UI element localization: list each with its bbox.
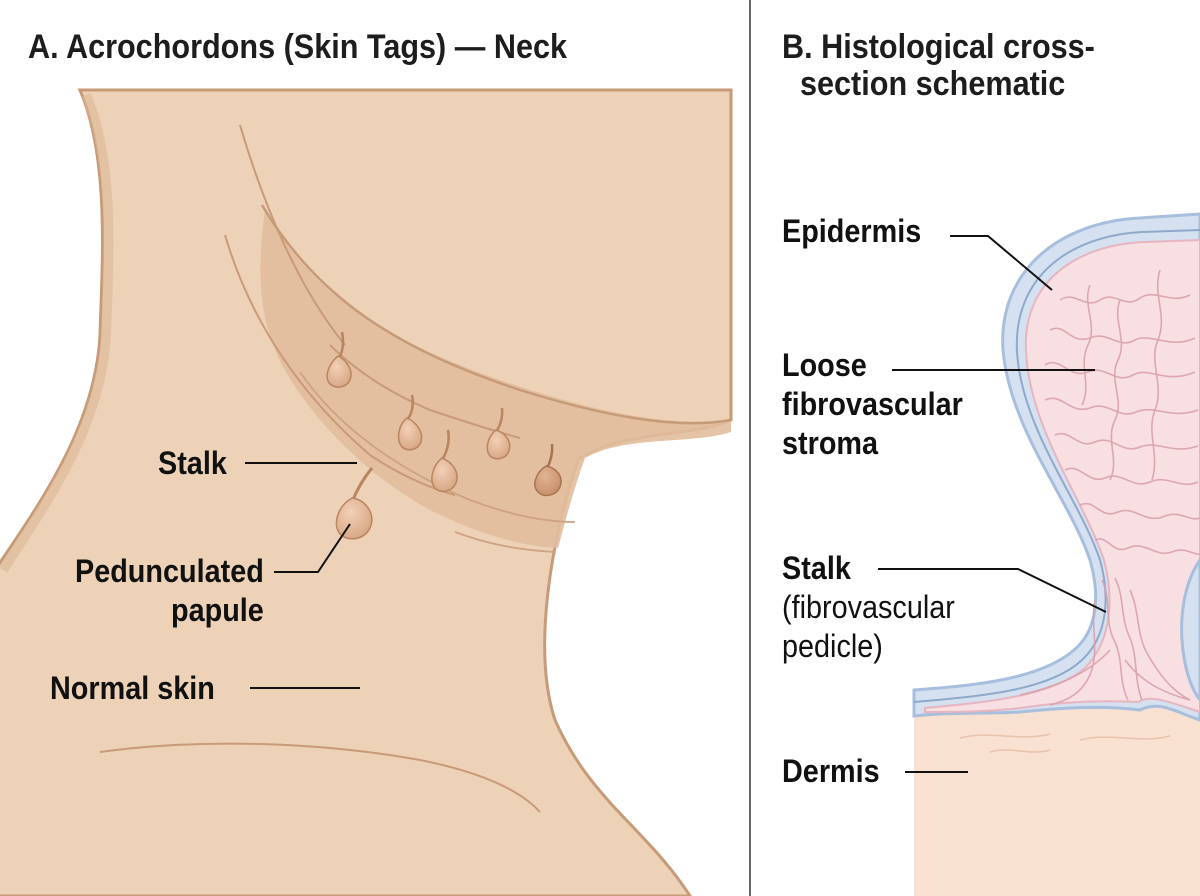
stalk-label: Stalk [158, 445, 227, 481]
stalk-b-label-sub2: pedicle) [782, 628, 883, 664]
papule-label-line1: Pedunculated [75, 553, 264, 589]
papule-label-line2: papule [171, 592, 264, 628]
skin-tag [534, 443, 562, 497]
papule-leader-line [274, 523, 351, 573]
skin-tag [431, 429, 458, 493]
stalk-b-label-sub1: (fibrovascular [782, 589, 955, 625]
neck-illustration [0, 88, 733, 896]
panel-b-title-line2: section schematic [800, 65, 1066, 103]
stroma-label-line3: stroma [782, 425, 879, 461]
pedunculated-papule-tag [335, 467, 374, 540]
skin-tag [326, 331, 352, 388]
jaw-shadow [260, 210, 731, 548]
dermis-label: Dermis [782, 753, 880, 789]
stalk-b-leader-line [878, 568, 1107, 613]
dermis-block [914, 700, 1200, 896]
stroma-label-line2: fibrovascular [782, 386, 963, 422]
panel-a-title: A. Acrochordons (Skin Tags) — Neck [28, 28, 568, 66]
normal-skin-label: Normal skin [50, 670, 215, 706]
stalk-b-label-title: Stalk [782, 550, 851, 586]
skin-tag [397, 394, 423, 451]
histology-illustration [878, 212, 1200, 896]
stroma-label: Loose fibrovascular stroma [782, 346, 963, 463]
pedunculated-papule-label: Pedunculated papule [75, 552, 264, 630]
skin-tag [486, 407, 511, 460]
epidermis-leader-line [950, 235, 1053, 291]
panel-b-title-line1: B. Histological cross- [782, 28, 1095, 66]
epidermis-label: Epidermis [782, 213, 922, 249]
stroma-label-line1: Loose [782, 347, 867, 383]
stalk-b-label: Stalk (fibrovascular pedicle) [782, 549, 955, 666]
panel-b-title: B. Histological cross- section schematic [782, 29, 1095, 103]
